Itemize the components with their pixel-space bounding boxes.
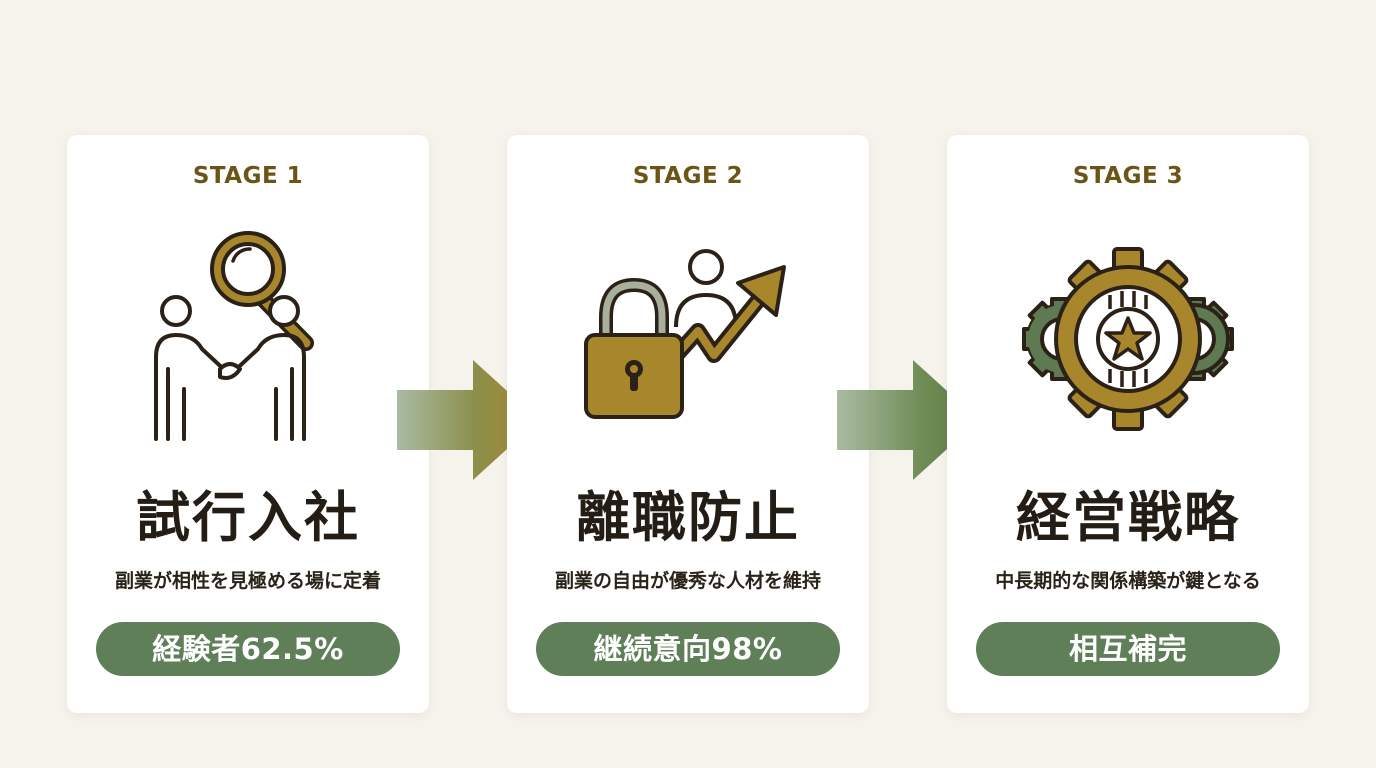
stage-card-2: STAGE 2 離職防止 副業の自由が優秀な人材を維持 継続意向98% bbox=[507, 135, 869, 713]
card-title: 離職防止 bbox=[576, 485, 800, 549]
card-description: 副業の自由が優秀な人材を維持 bbox=[554, 570, 821, 592]
stat-badge: 継続意向98% bbox=[536, 622, 840, 676]
stage-label: STAGE 1 bbox=[192, 163, 304, 189]
lock-growth-icon bbox=[578, 219, 798, 449]
stage-label: STAGE 3 bbox=[1072, 163, 1184, 189]
stage-card-1: STAGE 1 試行入社 副業が相性を見極める場に定着 経験者62.5% bbox=[67, 135, 429, 713]
stage-card-3: STAGE 3 bbox=[947, 135, 1309, 713]
card-title: 経営戦略 bbox=[1016, 485, 1240, 549]
gear-star-icon bbox=[1018, 219, 1238, 449]
arrow-right-icon bbox=[837, 360, 979, 480]
card-description: 中長期的な関係構築が鍵となる bbox=[995, 570, 1261, 592]
card-title: 試行入社 bbox=[136, 485, 360, 549]
stat-badge: 相互補完 bbox=[976, 622, 1280, 676]
handshake-search-icon bbox=[138, 219, 358, 449]
stat-badge: 経験者62.5% bbox=[96, 622, 400, 676]
card-description: 副業が相性を見極める場に定着 bbox=[114, 570, 381, 592]
stage-label: STAGE 2 bbox=[632, 163, 744, 189]
arrow-right-icon bbox=[397, 360, 539, 480]
